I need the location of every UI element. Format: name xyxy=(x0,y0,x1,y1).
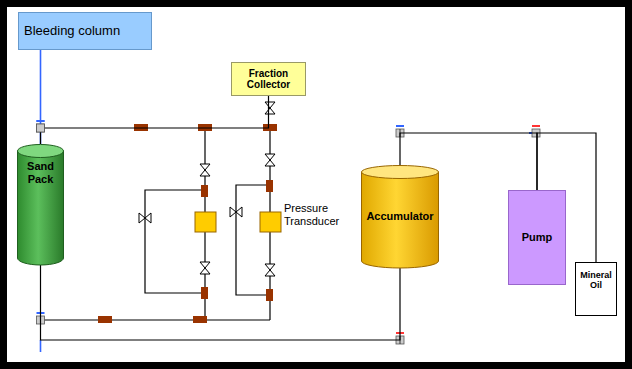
valve xyxy=(265,102,275,114)
oil-reservoir: Mineral Oil xyxy=(575,262,617,316)
node-text: Sand Pack xyxy=(20,160,61,185)
tee xyxy=(193,316,207,323)
tee xyxy=(266,289,273,301)
collector-box: Fraction Collector xyxy=(231,62,306,96)
tubing xyxy=(41,128,271,320)
node-text: Accumulator xyxy=(366,210,433,223)
tee xyxy=(201,287,208,299)
pump-box: Pump xyxy=(508,190,566,285)
tee-fittings xyxy=(98,124,277,323)
node-text: Mineral Oil xyxy=(577,270,615,291)
valve xyxy=(265,154,275,166)
tee xyxy=(266,180,273,192)
bypass-tube xyxy=(145,190,205,293)
outlet-tube xyxy=(40,340,42,352)
part-label: Pressure Transducer xyxy=(284,202,356,227)
pressure-transducer xyxy=(195,212,216,232)
frame xyxy=(4,4,629,366)
three-way-valve xyxy=(37,121,45,132)
accumulator-cylinder: Accumulator xyxy=(361,165,439,268)
three-way-valves xyxy=(37,121,541,344)
pressure-transducers xyxy=(195,212,281,232)
valve xyxy=(230,207,242,217)
three-way-valve xyxy=(529,126,540,137)
bypass-tube xyxy=(236,185,270,295)
node-text: Pump xyxy=(522,231,553,244)
node-text: Bleeding column xyxy=(24,24,120,39)
tube-connector xyxy=(41,96,269,144)
valve xyxy=(200,262,210,274)
tee xyxy=(201,185,208,197)
pressure-transducer xyxy=(260,212,281,232)
valve xyxy=(200,164,210,176)
valve xyxy=(139,213,151,223)
node-text: Fraction Collector xyxy=(235,68,302,91)
valve xyxy=(265,264,275,276)
sand-pack-cylinder: Sand Pack xyxy=(17,144,64,265)
column-box: Bleeding column xyxy=(18,12,152,50)
tee xyxy=(98,316,112,323)
tube xyxy=(41,319,271,320)
tube-connector xyxy=(41,265,401,340)
